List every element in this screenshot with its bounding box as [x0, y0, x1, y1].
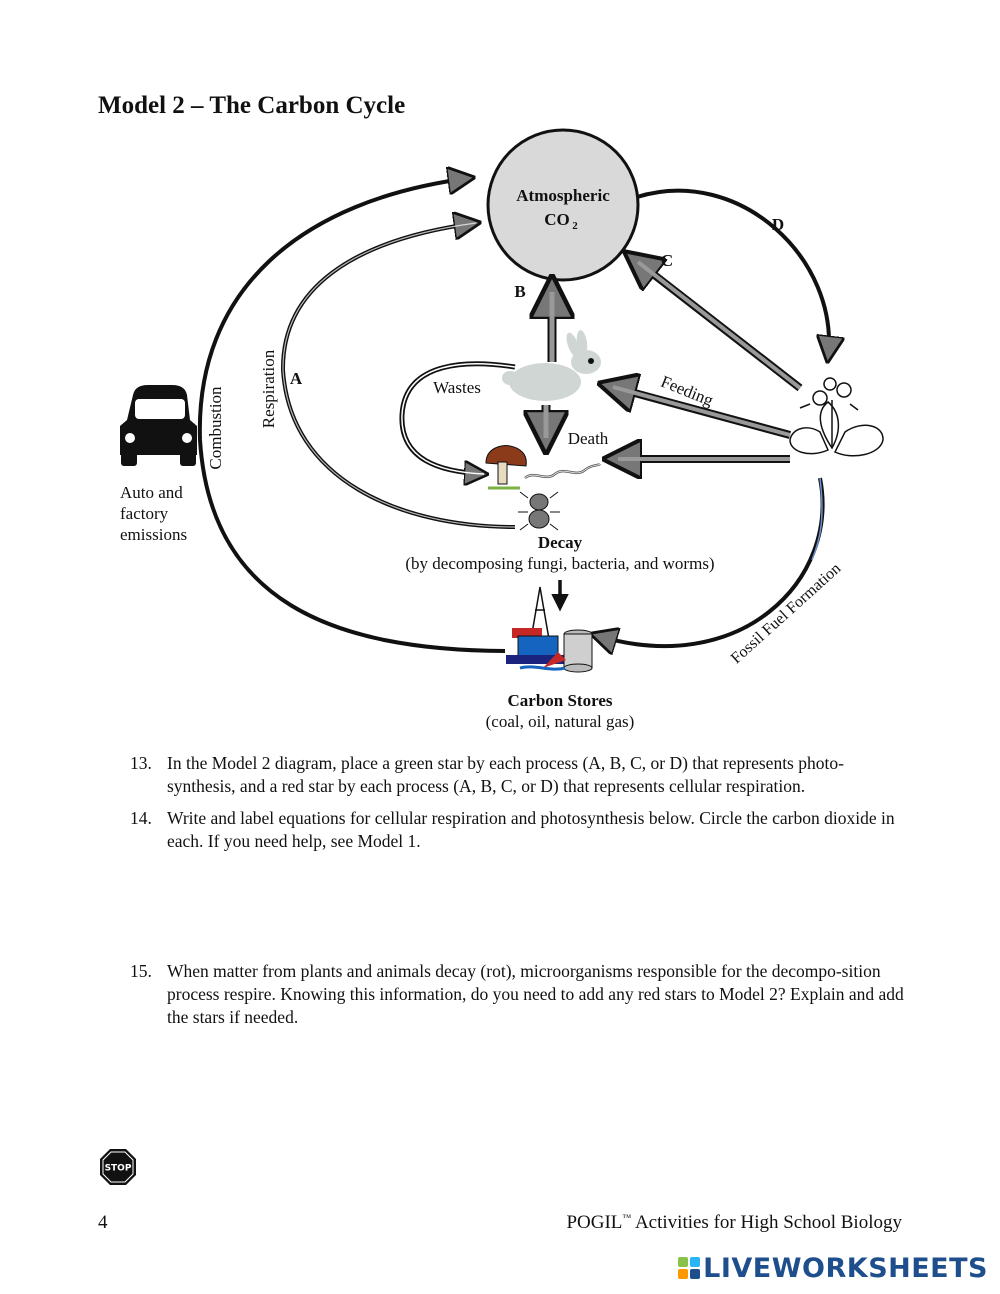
label-d: D	[772, 215, 784, 234]
death-label: Death	[568, 429, 609, 448]
carbon-stores-subtitle: (coal, oil, natural gas)	[486, 712, 635, 731]
page-number: 4	[98, 1212, 108, 1233]
arrow-d	[636, 188, 829, 358]
respiration-arrow-a	[280, 223, 516, 529]
carbon-stores-title: Carbon Stores	[508, 691, 613, 710]
decomposers-icon	[485, 445, 601, 531]
atmospheric-co2-node: Atmospheric CO 2	[486, 128, 640, 282]
co2-subscript: 2	[572, 220, 578, 232]
carbon-cycle-diagram: Atmospheric CO 2	[120, 128, 884, 731]
liveworksheets-brand[interactable]: LIVEWORKSHEETS	[678, 1252, 988, 1284]
auto-label-line2: factory	[120, 504, 169, 523]
carbon-stores-icon	[506, 586, 593, 673]
co2-label: CO	[544, 210, 570, 229]
rabbit-icon	[502, 330, 601, 401]
label-c: C	[661, 251, 673, 270]
wastes-label: Wastes	[433, 378, 481, 397]
question-number: 13.	[130, 753, 152, 773]
plant-icon	[789, 377, 884, 457]
label-a: A	[290, 369, 303, 388]
fossil-fuel-label: Fossil Fuel Formation	[728, 560, 844, 667]
auto-label-line1: Auto and	[120, 483, 183, 502]
decay-subtitle: (by decomposing fungi, bacteria, and wor…	[405, 554, 714, 573]
liveworksheets-logo-icon	[678, 1257, 701, 1279]
auto-label-line3: emissions	[120, 525, 187, 544]
respiration-label: Respiration	[259, 349, 278, 428]
label-b: B	[514, 282, 525, 301]
question-15: 15. When matter from plants and animals …	[130, 960, 910, 1029]
question-text: When matter from plants and animals deca…	[167, 961, 904, 1027]
question-14: 14. Write and label equations for cellul…	[130, 807, 910, 853]
svg-text:STOP: STOP	[105, 1164, 132, 1174]
question-13: 13. In the Model 2 diagram, place a gree…	[130, 752, 910, 798]
question-number: 14.	[130, 808, 152, 828]
combustion-arrow	[197, 178, 506, 653]
question-text: Write and label equations for cellular r…	[167, 808, 895, 851]
question-number: 15.	[130, 961, 152, 981]
atmospheric-label: Atmospheric	[516, 186, 610, 205]
stop-sign-icon: STOP	[100, 1149, 136, 1185]
page-title: Model 2 – The Carbon Cycle	[98, 92, 406, 119]
liveworksheets-wordmark: LIVEWORKSHEETS	[703, 1252, 988, 1284]
decay-title: Decay	[538, 533, 583, 552]
combustion-label: Combustion	[206, 386, 225, 470]
book-title: POGIL™ Activities for High School Biolog…	[566, 1212, 902, 1233]
question-text: In the Model 2 diagram, place a green st…	[167, 753, 844, 796]
car-icon	[120, 385, 197, 466]
